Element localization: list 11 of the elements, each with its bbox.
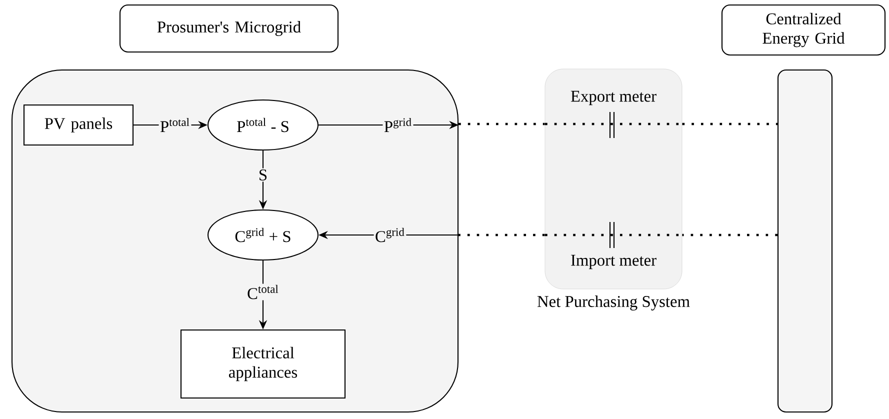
process-box: Electrical appliances <box>180 329 346 399</box>
edge-label: C$^{grid}$ <box>374 226 406 244</box>
title-box: Centralized Energy Grid <box>721 4 886 56</box>
edge-label: C$^{total}$ <box>246 284 280 300</box>
grid-bar <box>777 69 833 413</box>
process-box: PV panels <box>23 104 134 146</box>
edge-label: P$^{total}$ <box>158 116 192 134</box>
node-label: Net Purchasing System <box>537 296 690 310</box>
edge-label: P$^{grid}$ <box>382 116 414 134</box>
meter-panel: Export meter Import meter <box>544 68 682 290</box>
title-box: Prosumer's Microgrid <box>119 4 339 53</box>
